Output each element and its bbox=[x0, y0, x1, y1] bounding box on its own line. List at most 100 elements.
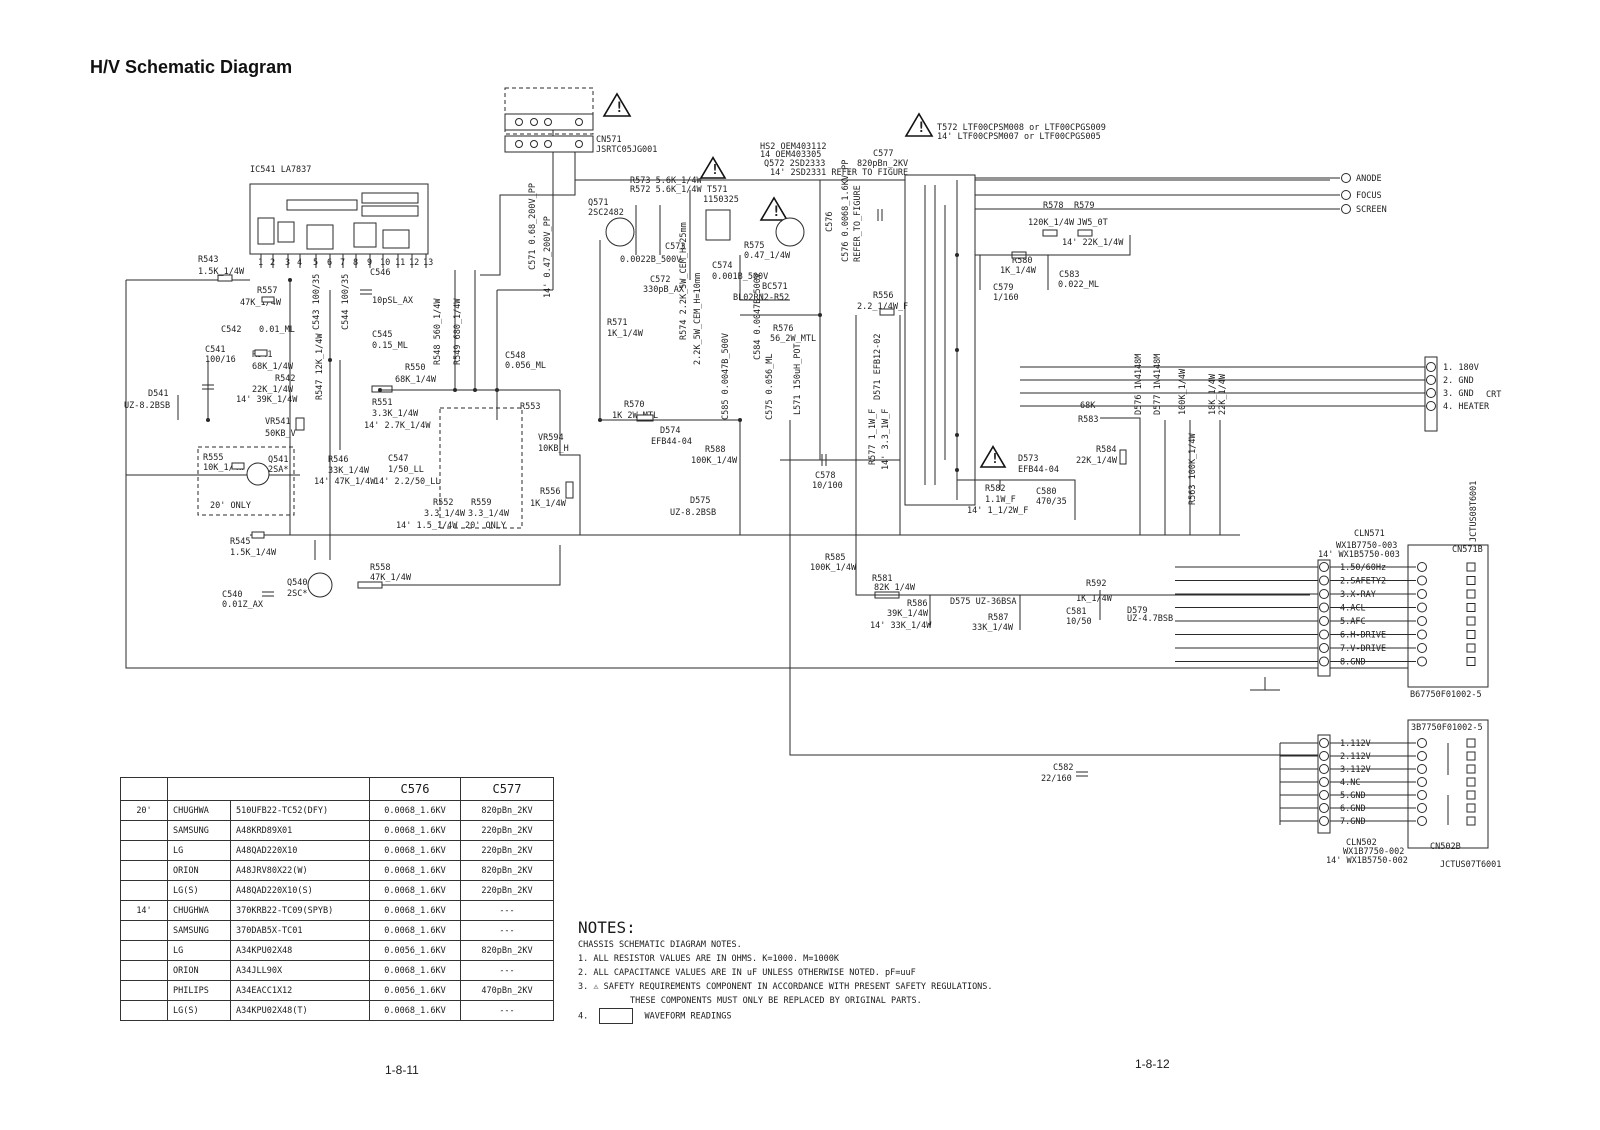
val-r551-14: 14' 2.7K_1/4W bbox=[364, 421, 431, 431]
cn502b-socket bbox=[1466, 816, 1476, 826]
c577-cell: 820pBn_2KV bbox=[460, 800, 554, 821]
cln571-pin bbox=[1319, 575, 1329, 586]
cn571b-pin bbox=[1417, 562, 1427, 572]
cn502b-socket bbox=[1466, 751, 1476, 761]
output-focus: FOCUS bbox=[1356, 191, 1382, 201]
cn502b-pin bbox=[1417, 764, 1427, 774]
ref-r543: R543 bbox=[198, 255, 218, 265]
ref-r557: R557 bbox=[257, 286, 277, 296]
ref-r588: R588 bbox=[705, 445, 725, 455]
c576-cell: 0.0068_1.6KV bbox=[369, 840, 461, 861]
val-d579: UZ-4.7BSB bbox=[1127, 614, 1173, 624]
r574-14-label: 2.2K_5W_CEM_H=10mm bbox=[693, 273, 703, 365]
val-c581: 10/50 bbox=[1066, 617, 1092, 627]
ref-r551: R551 bbox=[372, 398, 392, 408]
junction bbox=[955, 468, 959, 472]
ref-t571: T571 bbox=[707, 185, 727, 195]
ic-block bbox=[306, 224, 334, 250]
ref-d579: D579 bbox=[1127, 606, 1147, 616]
val-vr541: 50KB_V bbox=[265, 429, 296, 439]
note-1: 1. ALL RESISTOR VALUES ARE IN OHMS. K=10… bbox=[578, 954, 839, 964]
terminal-screen bbox=[1341, 204, 1351, 214]
ic-pin-label: 2 bbox=[270, 258, 275, 268]
val-r586b-14: 14' 33K_1/4W bbox=[870, 621, 932, 631]
cn571b-pin bbox=[1417, 575, 1427, 586]
cln502-part1: WX1B7750-002 bbox=[1343, 847, 1404, 857]
junction bbox=[453, 388, 457, 392]
ref-vr594: VR594 bbox=[538, 433, 564, 443]
flyback-t572 bbox=[904, 174, 976, 506]
ref-r553: R553 bbox=[520, 402, 540, 412]
ref-d575: D575 bbox=[690, 496, 710, 506]
ref-bc571: BC571 bbox=[762, 282, 788, 292]
ref-d574: D574 bbox=[660, 426, 680, 436]
warning-mark: ! bbox=[772, 204, 781, 220]
cn571b-ref: CN571B bbox=[1452, 545, 1483, 555]
table-header-c577: C577 bbox=[460, 777, 554, 801]
val-r588: 100K_1/4W bbox=[691, 456, 738, 466]
cln502-part2: 14' WX1B5750-002 bbox=[1326, 856, 1408, 866]
page-title: H/V Schematic Diagram bbox=[90, 57, 293, 77]
ic-pin-label: 12 bbox=[409, 258, 419, 268]
ic-pin-label: 6 bbox=[327, 258, 332, 268]
ref-c579: C579 bbox=[993, 283, 1013, 293]
d576-label: D576 1N4148M bbox=[1134, 354, 1144, 415]
maker-cell: LG bbox=[167, 940, 231, 961]
c543-label: C543 100/35 bbox=[312, 274, 322, 330]
r573-label: R573 5.6K_1/4W bbox=[630, 176, 703, 186]
junction bbox=[738, 418, 742, 422]
cln502-pin-label: 1.112V bbox=[1340, 739, 1371, 749]
ref-r542: R542 bbox=[275, 374, 295, 384]
val-r559: 3.3_1/4W bbox=[468, 509, 510, 519]
crt-pin-label: 2. GND bbox=[1443, 376, 1474, 386]
c577-cell: 220pBn_2KV bbox=[460, 840, 554, 861]
cn502b-vertical: JCTUS07T6001 bbox=[1440, 860, 1501, 870]
ref-c582: C582 bbox=[1053, 763, 1073, 773]
q572-line4: 14' 2SD2331 REFER TO FIGURE bbox=[770, 168, 908, 178]
warning-mark: ! bbox=[917, 120, 926, 136]
wire bbox=[1100, 417, 1141, 535]
cn571b-pin bbox=[1417, 589, 1427, 599]
ref-r576: R576 bbox=[773, 324, 793, 334]
transistor-q541 bbox=[246, 462, 270, 486]
c585-label: C585 0.0047B_500V bbox=[721, 333, 731, 420]
val-r584: 22K_1/4W bbox=[1076, 456, 1118, 466]
ref-r584: R584 bbox=[1096, 445, 1116, 455]
r577-14-label: 14' 3.3_1W_F bbox=[881, 409, 891, 470]
page-number-left: 1-8-11 bbox=[385, 1063, 419, 1077]
maker-cell: LG(S) bbox=[167, 1000, 231, 1021]
notes-block: NOTES: CHASSIS SCHEMATIC DIAGRAM NOTES. … bbox=[578, 918, 993, 1024]
warning-mark: ! bbox=[711, 163, 719, 178]
hs2-line1: HS2 OEM403112 bbox=[760, 142, 827, 152]
pin bbox=[544, 140, 552, 148]
ref-c545: C545 bbox=[372, 330, 392, 340]
ref-r546: R546 bbox=[328, 455, 348, 465]
val-c542: 0.01_ML bbox=[259, 325, 295, 335]
cln571-pin bbox=[1319, 643, 1329, 653]
cn502b-socket bbox=[1466, 803, 1476, 813]
c571-label: C571 0.68_200V_PP bbox=[528, 183, 538, 270]
val-d575: UZ-8.2BSB bbox=[670, 508, 716, 518]
c576-ref-label: REFER_TO_FIGURE bbox=[853, 185, 863, 262]
cn502b-socket bbox=[1466, 777, 1476, 787]
r572-label: R572 5.6K_1/4W bbox=[630, 185, 703, 195]
val-r570: 1K_2W_MTL bbox=[612, 411, 658, 421]
crt-part-cell: A34JLL90X bbox=[230, 960, 370, 981]
c576-cell: 0.0068_1.6KV bbox=[369, 800, 461, 821]
cn571b-socket bbox=[1466, 616, 1476, 626]
ref-c578: C578 bbox=[815, 471, 835, 481]
val-c580: 470/35 bbox=[1036, 497, 1067, 507]
val-r552: 3.3_1/4W bbox=[424, 509, 466, 519]
crt-pin bbox=[1426, 401, 1436, 411]
resistor-r541 bbox=[254, 349, 268, 357]
val-q571: 2SC2482 bbox=[588, 208, 624, 218]
ref-q571: Q571 bbox=[588, 198, 608, 208]
transistor-q571 bbox=[605, 217, 635, 247]
val-c547-14: 14' 2.2/50_LL bbox=[374, 477, 441, 487]
ref-c542: C542 bbox=[221, 325, 241, 335]
ref-r559: R559 bbox=[471, 498, 491, 508]
note-4: 4. WAVEFORM READINGS bbox=[578, 1008, 993, 1024]
